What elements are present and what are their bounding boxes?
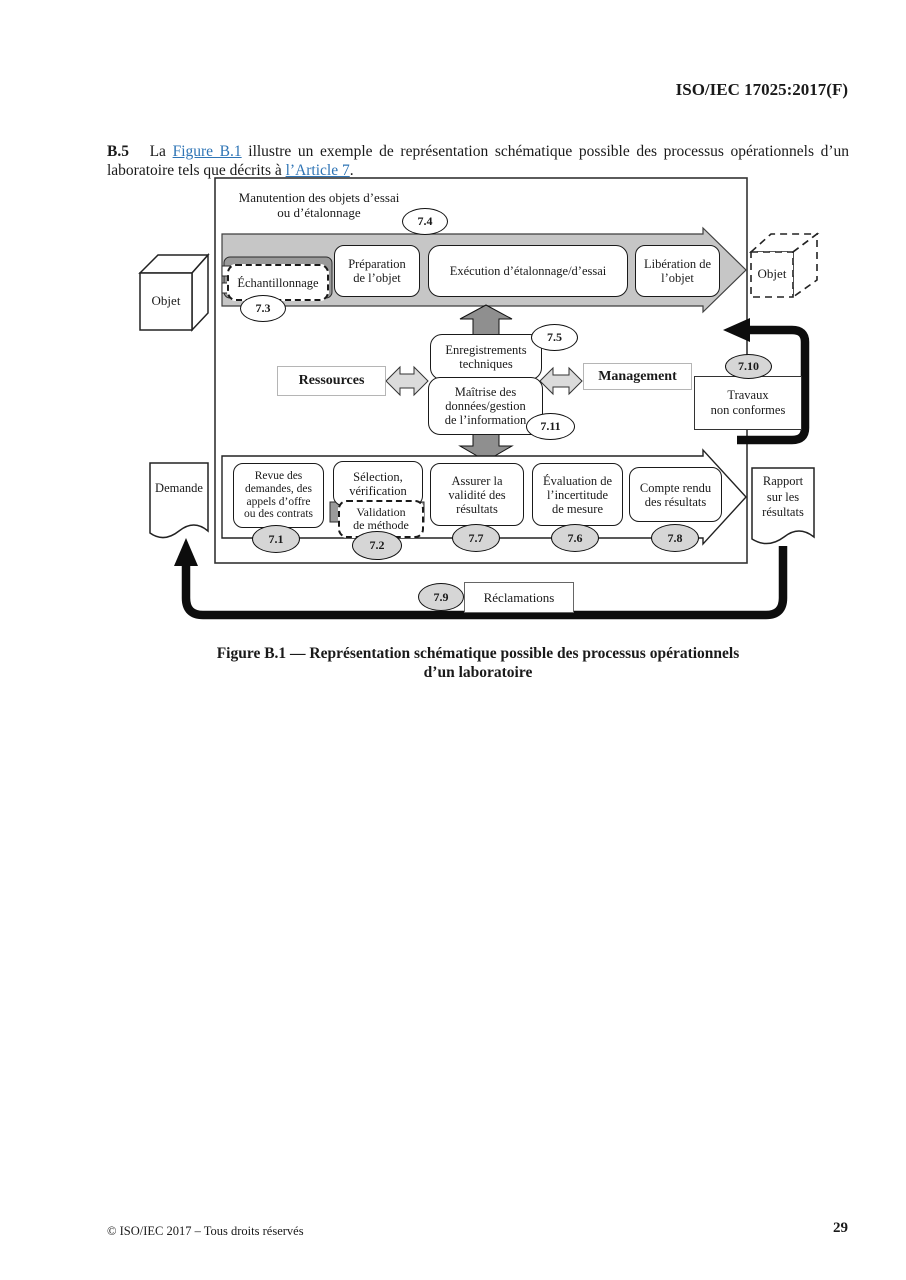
badge-7-11: 7.11 [526,413,575,440]
feedback-loop-right [737,325,810,445]
process-box-maitrise: Maîtrise des données/gestion de l’inform… [428,377,543,435]
paragraph-text: . [349,162,354,179]
process-box-liberation: Libération de l’objet [635,245,720,297]
footer-copyright: © ISO/IEC 2017 – Tous droits réservés [107,1224,304,1238]
reclamations-box: Réclamations [464,582,574,613]
ressources-box: Ressources [277,366,386,396]
figure-caption-line2: d’un laboratoire [423,664,533,681]
process-box-revue: Revue des demandes, des appels d’offre o… [233,463,324,528]
process-box-compte: Compte rendu des résultats [629,467,722,522]
handling-label: Manutention des objets d’essai ou d’étal… [238,190,400,220]
feedback-loop-bottom-arrowhead [174,538,198,566]
rapport-label: Rapport sur les résultats [762,474,804,520]
travaux-non-conformes-box: Travaux non conformes [694,376,802,430]
process-box-preparation: Préparation de l’objet [334,245,420,297]
object-cube-right [748,232,820,299]
badge-7-8: 7.8 [651,524,699,552]
paragraph-text: illustre un exemple de représentation sc… [107,142,850,180]
badge-7-6: 7.6 [551,524,599,552]
badge-7-2: 7.2 [352,531,402,560]
process-box-execution: Exécution d’étalonnage/d’essai [428,245,628,297]
process-box-selection: Sélection, vérification [333,461,423,506]
link-article-7[interactable]: l’Article 7 [285,162,350,179]
badge-7-9: 7.9 [418,583,464,611]
page-header-standard-ref: ISO/IEC 17025:2017(F) [675,80,848,99]
feedback-loop-bottom [181,546,788,620]
link-figure-b1[interactable]: Figure B.1 [172,142,242,160]
badge-7-10: 7.10 [725,354,772,379]
process-box-evaluation: Évaluation de l’incertitude de mesure [532,463,623,526]
figure-caption-line1: Figure B.1 — Représentation schématique … [216,645,740,662]
demande-document [149,462,209,539]
feedback-loop-right-arrowhead [723,318,750,342]
process-box-echantillonnage: Échantillonnage [227,264,329,301]
process-box-assurer: Assurer la validité des résultats [430,463,524,526]
object-right-label: Objet [757,266,787,281]
object-cube-left [138,253,210,332]
figure-caption: Figure B.1 — Représentation schématique … [107,644,849,682]
demande-label: Demande [155,481,203,495]
up-arrow [459,304,513,338]
paragraph-text: La [149,142,166,160]
badge-7-4: 7.4 [402,208,448,235]
process-box-enregistrements: Enregistrements techniques [430,334,542,380]
badge-7-5: 7.5 [531,324,578,351]
badge-7-3: 7.3 [240,295,286,322]
badge-7-7: 7.7 [452,524,500,552]
double-arrow-ressources [385,365,429,397]
footer-page-number: 29 [833,1220,848,1236]
paragraph-b5: B.5 La Figure B.1 illustre un exemple de… [107,142,849,181]
object-left-label: Objet [151,293,181,308]
badge-7-1: 7.1 [252,525,300,553]
management-box: Management [583,363,692,390]
clause-number: B.5 [107,142,129,160]
rapport-document [751,467,815,545]
double-arrow-management [539,366,583,396]
